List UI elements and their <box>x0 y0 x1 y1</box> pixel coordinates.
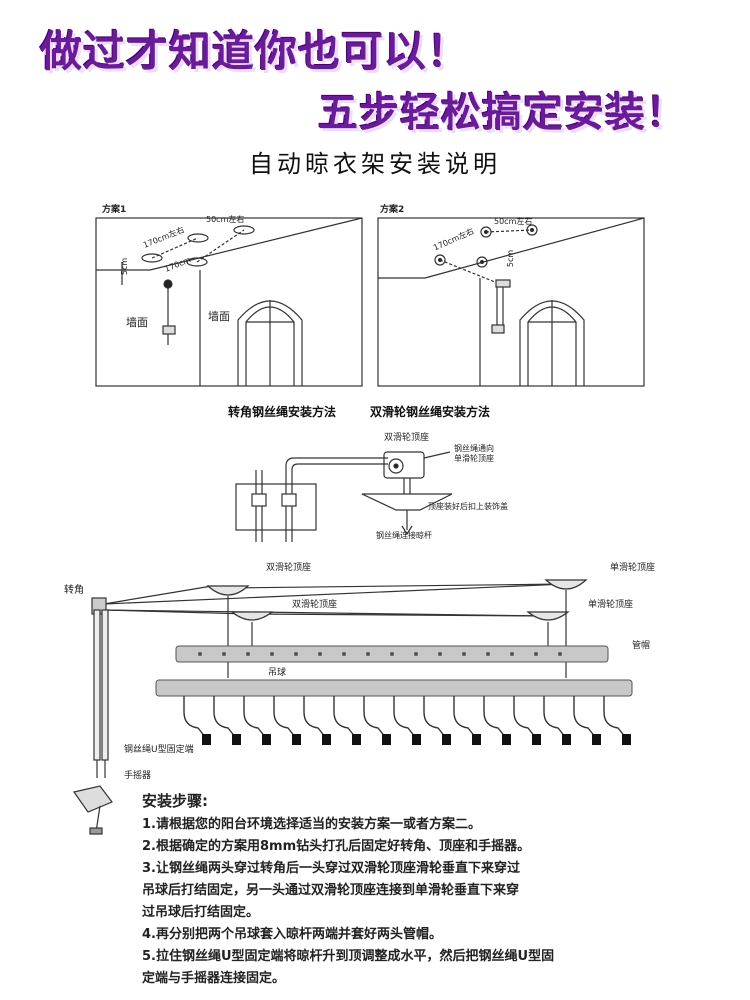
hanger-clip <box>382 734 391 745</box>
hanger-hook <box>393 696 417 739</box>
double-seat-label-1: 双滑轮顶座 <box>266 563 312 573</box>
headline-line-2: 五步轻松搞定安装！ <box>318 90 687 136</box>
lower-drying-rod <box>155 679 633 697</box>
corner-label: 转角 <box>64 585 84 596</box>
scheme-1-wall-right-label: 墙面 <box>208 310 230 323</box>
rod-hole <box>294 652 298 656</box>
hanger-hook <box>213 696 237 739</box>
rod-connect-label: 钢丝绳连接晾杆 <box>376 531 432 540</box>
hanger-hook <box>513 696 537 739</box>
hanger-clip <box>562 734 571 745</box>
hanger-clip <box>592 734 601 745</box>
rod-hole <box>366 652 370 656</box>
rod-hole <box>390 652 394 656</box>
single-seat-label-1: 单滑轮顶座 <box>610 563 656 573</box>
ball-label: 吊球 <box>268 668 287 678</box>
scheme-2-drawing <box>377 217 645 387</box>
hanger-clip <box>352 734 361 745</box>
main-rack-drawing <box>72 579 588 835</box>
step-line: 吊球后打结固定，另一头通过双滑轮顶座连接到单滑轮垂直下来穿 <box>142 883 520 898</box>
double-seat-label-2: 双滑轮顶座 <box>292 600 338 610</box>
double-pulley-method-title: 双滑轮钢丝绳安装方法 <box>370 405 491 419</box>
corner-detail-drawing <box>235 457 388 542</box>
cap-label: 管帽 <box>632 641 651 651</box>
corner-method-title: 转角钢丝绳安装方法 <box>228 405 337 419</box>
hanger-hook <box>603 696 627 739</box>
scheme-1-label: 方案1 <box>102 205 127 215</box>
step-line: 3.让钢丝绳两头穿过转角后一头穿过双滑轮顶座滑轮垂直下来穿过 <box>142 861 520 876</box>
rod-hole <box>198 652 202 656</box>
hanger-clip <box>292 734 301 745</box>
double-pulley-seat-label: 双滑轮顶座 <box>384 433 430 443</box>
u-fixed-end-label: 钢丝绳U型固定端 <box>124 745 194 755</box>
hanger-hook <box>483 696 507 739</box>
scheme-1-drop-label: 5cm <box>120 257 130 276</box>
hanger-clip <box>622 734 631 745</box>
rod-hole <box>486 652 490 656</box>
scheme-1-wall-left-label: 墙面 <box>126 316 148 329</box>
step-line: 1.请根据您的阳台环境选择适当的安装方案一或者方案二。 <box>142 817 481 832</box>
hanger-clip <box>232 734 241 745</box>
step-line: 定端与手摇器连接固定。 <box>142 971 286 986</box>
step-line: 过吊球后打结固定。 <box>142 905 260 920</box>
rod-hole <box>342 652 346 656</box>
hanger-hook <box>243 696 267 739</box>
double-pulley-detail-drawing <box>361 451 453 536</box>
scheme-2-label: 方案2 <box>380 205 405 215</box>
hanger-group <box>183 696 631 745</box>
hanger-hook <box>363 696 387 739</box>
rod-hole <box>222 652 226 656</box>
rod-holes <box>198 652 562 656</box>
hanger-hook <box>573 696 597 739</box>
installation-steps: 安装步骤: 1.请根据您的阳台环境选择适当的安装方案一或者方案二。 2.根据确定… <box>142 790 742 990</box>
hanger-clip <box>442 734 451 745</box>
hanger-clip <box>532 734 541 745</box>
crank-label: 手摇器 <box>124 771 152 781</box>
steps-title: 安装步骤: <box>142 792 208 810</box>
hanger-clip <box>472 734 481 745</box>
hanger-hook <box>303 696 327 739</box>
scheme-2-width-label: 50cm左右 <box>494 217 533 226</box>
document-title: 自动晾衣架安装说明 <box>249 150 501 178</box>
cover-note-label: 顶座装好后扣上装饰盖 <box>428 502 508 511</box>
rod-hole <box>270 652 274 656</box>
single-seat-label-2: 单滑轮顶座 <box>588 600 634 610</box>
hanger-clip <box>262 734 271 745</box>
hanger-hook <box>543 696 567 739</box>
hanger-hook <box>453 696 477 739</box>
scheme-2-drop-label: 5cm <box>506 249 516 268</box>
rod-hole <box>414 652 418 656</box>
hanger-hook <box>273 696 297 739</box>
hanger-clip <box>412 734 421 745</box>
step-line: 4.再分别把两个吊球套入晾杆两端并套好两头管帽。 <box>142 927 442 942</box>
hanger-clip <box>202 734 211 745</box>
rod-hole <box>462 652 466 656</box>
rod-hole <box>318 652 322 656</box>
rod-hole <box>558 652 562 656</box>
headline-line-1: 做过才知道你也可以！ <box>40 27 471 76</box>
rod-hole <box>438 652 442 656</box>
scheme-1-drawing <box>95 217 363 387</box>
rod-hole <box>534 652 538 656</box>
rod-hole <box>510 652 514 656</box>
step-line: 5.拉住钢丝绳U型固定端将晾杆升到顶调整成水平，然后把钢丝绳U型固 <box>142 949 555 964</box>
scheme-1-width-label: 50cm左右 <box>206 215 245 224</box>
hanger-hook <box>333 696 357 739</box>
hanger-clip <box>322 734 331 745</box>
hanger-hook <box>423 696 447 739</box>
hanger-hook <box>183 696 207 739</box>
rod-hole <box>246 652 250 656</box>
hanger-clip <box>502 734 511 745</box>
step-line: 2.根据确定的方案用8mm钻头打孔后固定好转角、顶座和手摇器。 <box>142 839 531 854</box>
rope-direction-label: 钢丝绳通向 单滑轮顶座 <box>454 444 494 463</box>
